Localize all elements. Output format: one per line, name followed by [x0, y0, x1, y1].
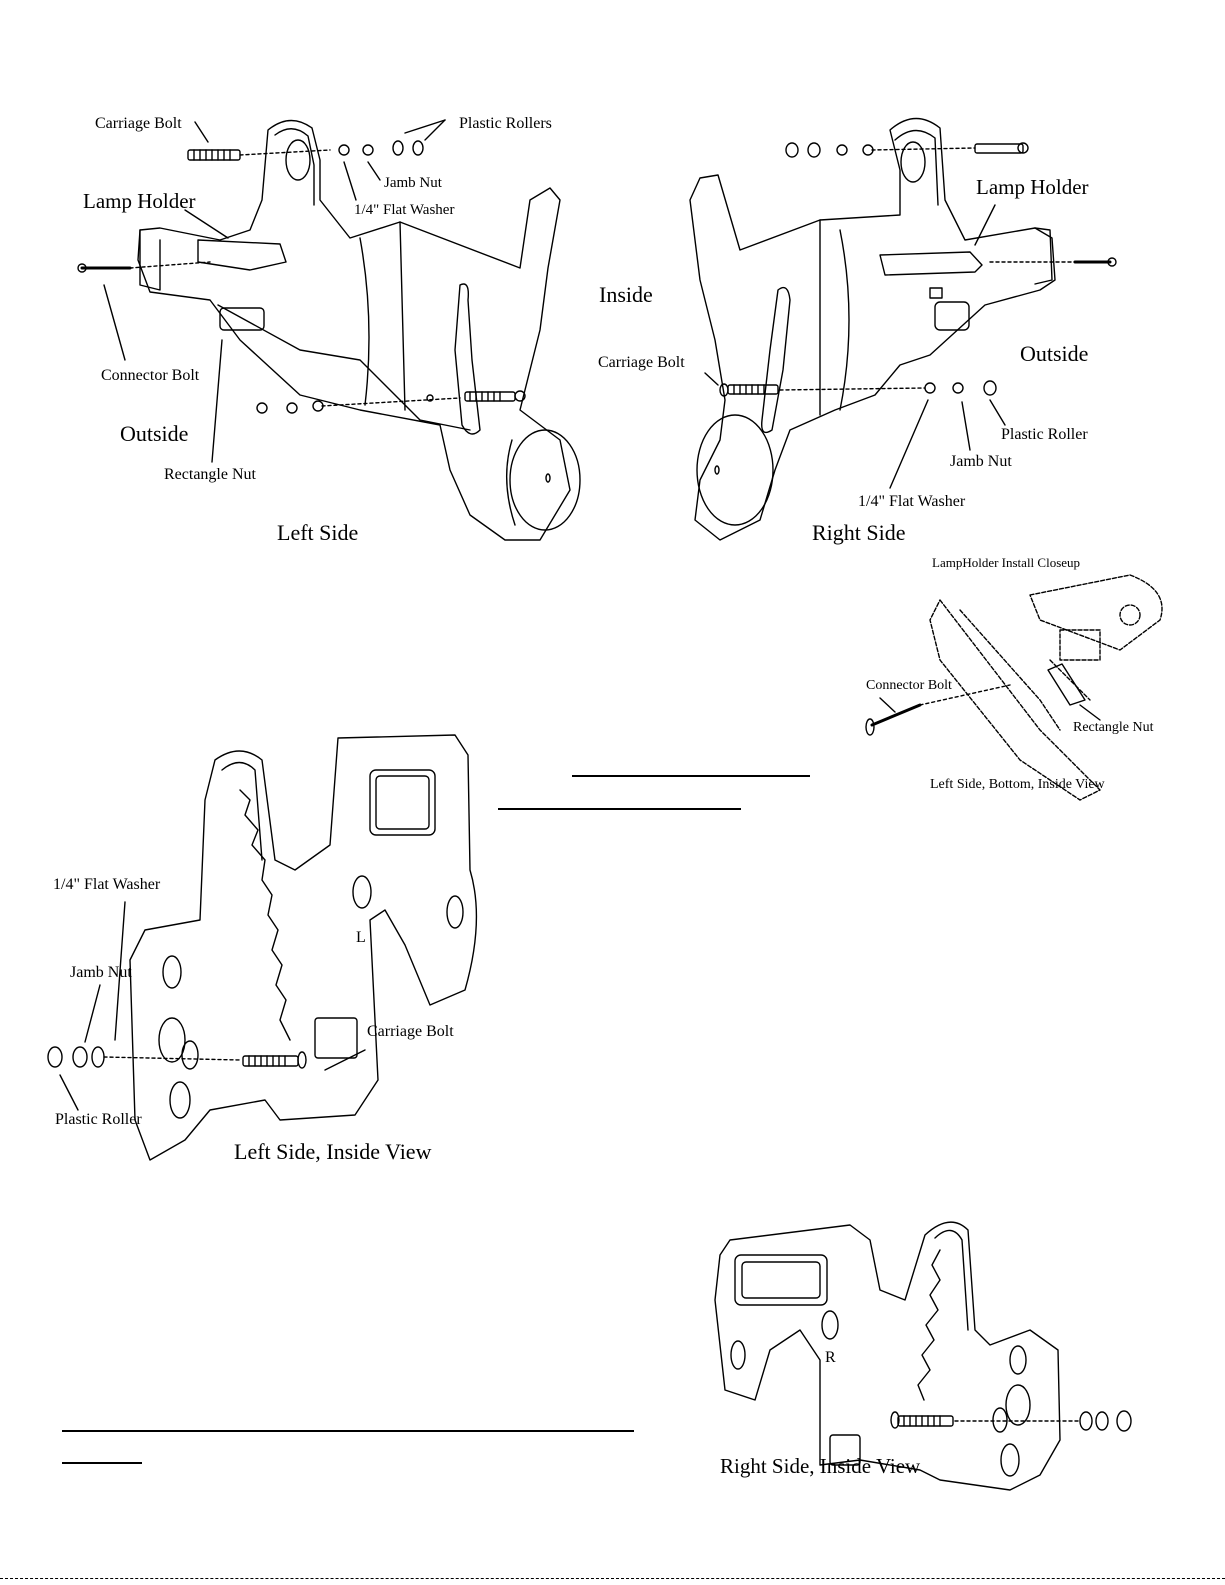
underline-rule-4	[62, 1462, 142, 1464]
left-side-bracket-diagram	[77, 119, 581, 541]
right-side-bracket-diagram	[689, 117, 1117, 541]
label-outside-right: Outside	[1020, 341, 1089, 366]
closeup-label-rectangle-nut: Rectangle Nut	[1073, 720, 1154, 735]
label-plastic-roller-inside: Plastic Roller	[55, 1111, 142, 1128]
label-carriage-bolt-inside: Carriage Bolt	[367, 1023, 454, 1040]
label-flat-washer-inside: 1/4" Flat Washer	[53, 876, 161, 893]
label-flat-washer: 1/4" Flat Washer	[354, 202, 455, 218]
underline-rule-3	[62, 1430, 634, 1432]
label-rectangle-nut: Rectangle Nut	[164, 466, 256, 483]
caption-right-inside-view: Right Side, Inside View	[720, 1454, 921, 1478]
caption-left-side: Left Side	[277, 520, 359, 545]
label-flat-washer-right: 1/4" Flat Washer	[858, 493, 966, 510]
label-plastic-rollers: Plastic Rollers	[459, 115, 552, 132]
right-side-mark: R	[825, 1349, 836, 1366]
label-carriage-bolt-right: Carriage Bolt	[598, 354, 685, 371]
label-outside: Outside	[120, 421, 189, 446]
right-inside-plate-diagram	[714, 1221, 1132, 1491]
label-jamb-nut: Jamb Nut	[384, 175, 442, 191]
label-lamp-holder: Lamp Holder	[83, 189, 196, 213]
underline-rule-2	[498, 808, 741, 810]
label-carriage-bolt: Carriage Bolt	[95, 115, 182, 132]
closeup-title: LampHolder Install Closeup	[932, 555, 1081, 570]
caption-right-side: Right Side	[812, 520, 906, 545]
caption-left-inside-view: Left Side, Inside View	[234, 1139, 432, 1164]
label-plastic-roller-right: Plastic Roller	[1001, 426, 1088, 443]
label-inside: Inside	[599, 282, 653, 307]
underline-rule-1	[572, 775, 810, 777]
left-inside-plate-diagram	[47, 734, 478, 1161]
closeup-hardware	[865, 663, 1101, 736]
lampholder-closeup-diagram	[929, 574, 1163, 801]
closeup-caption: Left Side, Bottom, Inside View	[930, 777, 1105, 792]
closeup-label-connector-bolt: Connector Bolt	[866, 678, 952, 693]
left-side-mark: L	[356, 929, 366, 946]
label-jamb-nut-inside: Jamb Nut	[70, 964, 132, 981]
label-connector-bolt: Connector Bolt	[101, 367, 200, 384]
label-jamb-nut-right: Jamb Nut	[950, 453, 1012, 470]
page-bottom-dashed-border	[0, 1578, 1225, 1579]
label-lamp-holder-right: Lamp Holder	[976, 175, 1089, 199]
